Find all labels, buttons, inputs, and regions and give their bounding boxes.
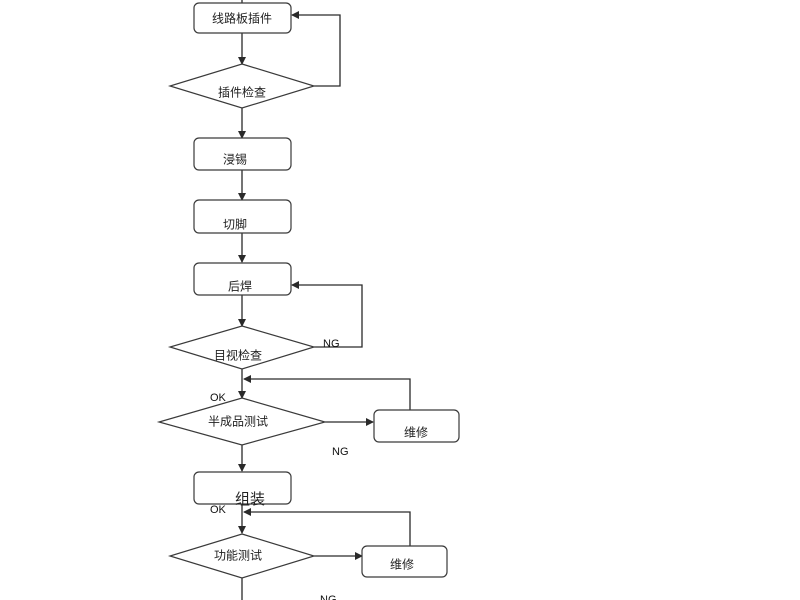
node-semi-test: 半成品测试 [156,397,328,446]
node-assembly: 组装 [193,471,292,508]
node-dip-solder: 浸锡 [193,137,292,171]
node-repair-1-label: 维修 [404,425,428,440]
label-function-ng: NG [320,594,337,600]
node-lead-cutting-label: 切脚 [223,217,247,232]
label-semi-ng: NG [332,446,349,458]
label-visual-ok: OK [210,392,227,404]
node-visual-check: 目视检查 [167,325,317,370]
edge-visual-ng-loop [291,281,363,348]
node-pcb-insertion-label: 线路板插件 [212,11,272,26]
edge-check-ng-loop [291,11,341,87]
label-visual-ng: NG [323,338,340,350]
edge-repair2-return [243,508,411,546]
node-insertion-check: 插件检查 [167,63,317,109]
node-semi-test-label: 半成品测试 [208,414,268,429]
node-post-solder-label: 后焊 [228,279,252,294]
node-function-test-label: 功能测试 [214,548,262,563]
node-repair-2-label: 维修 [390,557,414,572]
node-insertion-check-label: 插件检查 [218,85,266,100]
nodes: 线路板插件 插件检查 浸锡 切脚 后焊 目视检查 半 [156,2,460,579]
edge-labels: NG OK NG OK NG [210,338,349,600]
node-function-test: 功能测试 [167,533,317,579]
edge-repair1-return [243,375,411,410]
node-repair-1: 维修 [373,409,460,443]
node-visual-check-label: 目视检查 [214,348,262,363]
node-lead-cutting: 切脚 [193,199,292,234]
node-post-solder: 后焊 [193,262,292,296]
edges [238,0,411,600]
node-dip-solder-label: 浸锡 [223,152,247,167]
node-assembly-label: 组装 [235,490,265,508]
node-pcb-insertion: 线路板插件 [193,2,292,34]
label-assembly-ok: OK [210,504,227,516]
node-repair-2: 维修 [361,545,448,578]
